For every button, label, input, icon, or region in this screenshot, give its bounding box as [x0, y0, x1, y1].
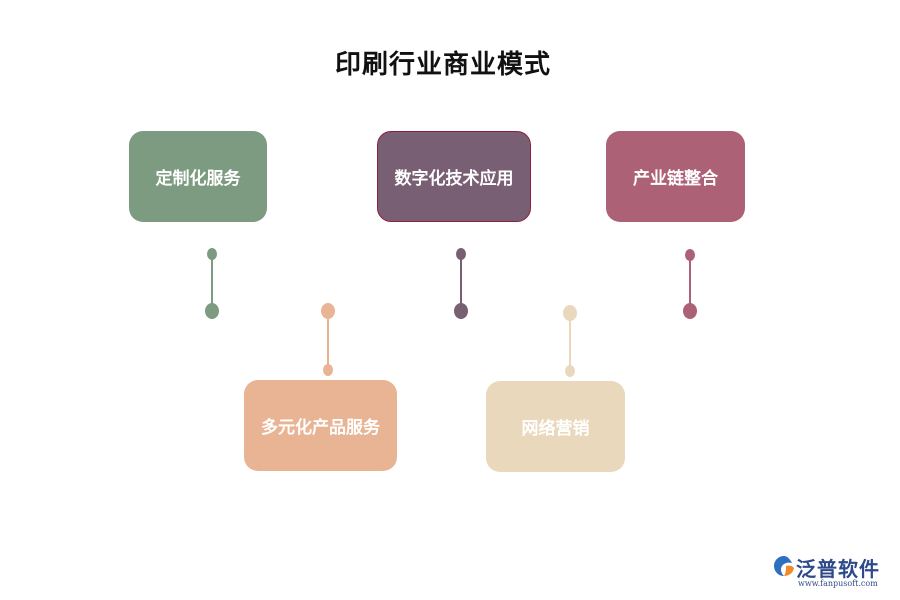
- logo-name: 泛普软件: [796, 557, 880, 581]
- card-custom-service: 定制化服务: [129, 131, 267, 222]
- connector-chain-integration: [683, 249, 697, 319]
- connector-diversified-products: [321, 303, 335, 376]
- card-digital-tech: 数字化技术应用: [377, 131, 531, 222]
- timeline-node-custom-service: [205, 303, 219, 319]
- connector-online-marketing: [563, 305, 577, 377]
- timeline-node-diversified-products: [321, 303, 335, 319]
- connector-custom-service: [205, 248, 219, 319]
- card-chain-integration: 产业链整合: [606, 131, 745, 222]
- card-online-marketing: 网络营销: [486, 381, 625, 472]
- connector-digital-tech: [454, 248, 468, 319]
- timeline-node-online-marketing: [563, 305, 577, 321]
- brand-logo: 泛普软件 www.fanpusoft.com: [772, 552, 892, 592]
- diagram-title: 印刷行业商业模式: [334, 50, 551, 80]
- fanpu-logo-icon: [774, 556, 794, 576]
- logo-url: www.fanpusoft.com: [798, 579, 878, 588]
- card-diversified-products: 多元化产品服务: [244, 380, 397, 471]
- timeline-node-chain-integration: [683, 303, 697, 319]
- timeline-node-digital-tech: [454, 303, 468, 319]
